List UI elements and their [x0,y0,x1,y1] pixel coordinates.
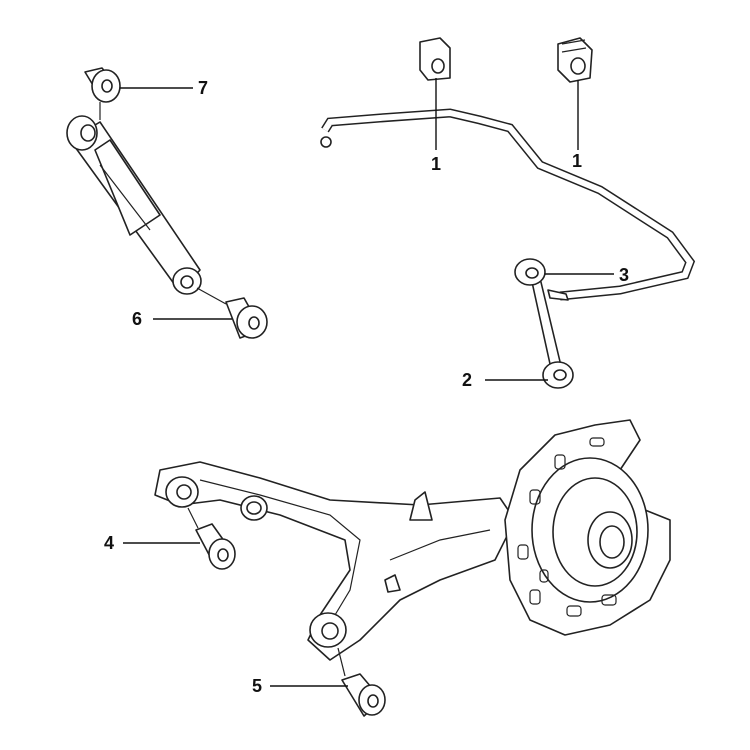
callout-5: 5 [252,676,263,696]
bushing-5-axis [337,647,346,677]
bushing-4 [195,523,236,570]
stabilizer-bushing-1-right [557,37,593,83]
callout-2: 2 [462,370,473,390]
leader-lines [120,78,614,687]
callout-7: 7 [198,78,209,98]
shield-slots [517,437,617,617]
shock-absorber [66,115,202,295]
stabilizer-bushing-1-left [419,37,451,81]
callout-1-right: 1 [572,151,583,171]
bushing-7 [84,67,121,103]
bushing-6-axis [196,287,227,305]
lower-control-arm [154,461,516,661]
callout-4: 4 [104,533,115,553]
stabilizer-bar [320,108,696,301]
bushing-4-axis [187,507,199,529]
stabilizer-link [514,258,574,389]
bushing-6 [225,297,268,339]
wheel-hub-shield [504,419,671,636]
callout-6: 6 [132,309,143,329]
bushing-5 [341,673,386,717]
callout-1-left: 1 [431,154,442,174]
callout-3: 3 [619,265,630,285]
